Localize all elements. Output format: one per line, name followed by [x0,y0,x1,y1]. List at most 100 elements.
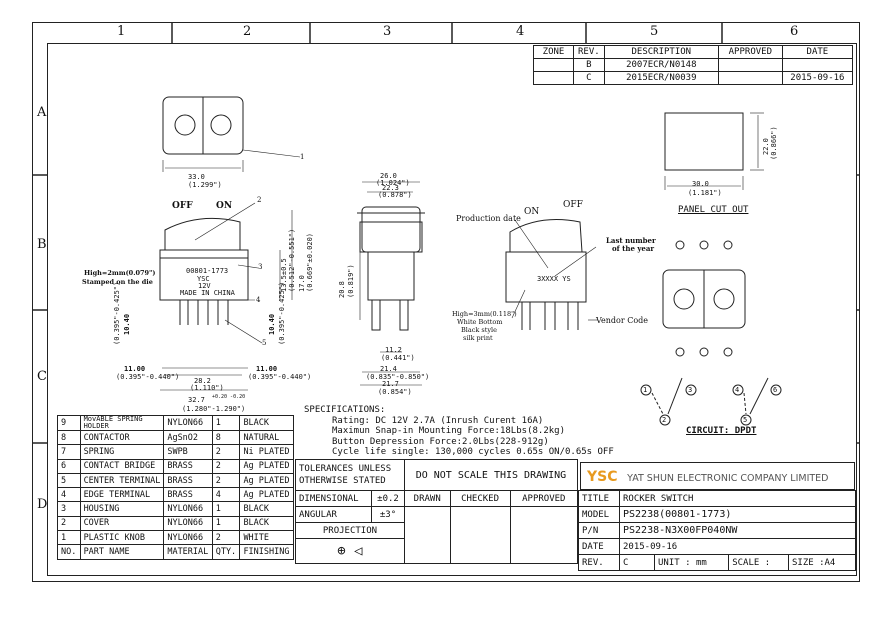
on-label-rear: ON [524,207,540,217]
dim-214-in: (0.835"-0.850") [366,373,430,381]
panel-dim-30: 30.0 [692,180,709,188]
projection-symbol: ⊕ ◁ [295,538,405,564]
bom-cell: SWPB [163,444,213,460]
revision-table: ZONE REV. DESCRIPTION APPROVED DATE B 20… [532,45,854,85]
column-label: 1 [117,24,126,39]
bom-cell: 1 [211,501,241,517]
bom-cell: 5 [57,472,81,489]
bom-header: PART NAME [79,544,165,560]
size-label: SIZE : [791,557,825,568]
rev-cell: 2007ECR/N0148 [603,58,719,72]
bom-cell: BRASS [163,472,213,489]
company-name: YAT SHUN ELECTRONIC COMPANY LIMITED [627,473,829,484]
angular-tolerance: ±3° [371,506,405,523]
no-scale-note: DO NOT SCALE THIS DRAWING [403,459,579,491]
bom-header: NO. [57,544,81,560]
title-label: TITLE [578,490,620,507]
dim-10a: 10.40 [123,313,131,335]
of-year-note: of the year [612,244,655,253]
dim-11b-in: (0.395"-0.440") [248,373,312,381]
dim-135-in: (0.512"-0.551") [288,228,296,292]
panel-dim-22-in: (0.866") [770,126,778,160]
stamp-note: High=2mm(0.079") [84,269,156,277]
bom-cell: PLASTIC KNOB [79,530,165,546]
terminal-label: 2 [662,416,667,424]
dim-208: 20.8 [338,281,346,298]
spec-heading: SPECIFICATIONS: [304,405,386,415]
bom-cell: 1 [57,530,81,546]
bom-cell: CENTER TERMINAL [79,472,165,489]
rev-label: REV. [578,554,620,571]
body-text: 00801-1773 [186,267,229,275]
bom-cell: NYLON66 [163,415,213,431]
bom-cell: WHITE [239,530,294,546]
bom-cell: Ni PLATED [239,444,294,460]
rev-cell [532,71,575,85]
drawn-label: DRAWN [403,490,451,507]
dim-17-in: (0.669"±0.020) [306,232,314,292]
bom-cell: 1 [211,415,241,431]
pn-value: PS2238-N3X00FP040NW [619,522,856,539]
angular-label: ANGULAR [294,506,373,523]
terminal-label: 4 [735,386,740,394]
bom-cell: MovABLE SPRING HOLDER [79,415,165,431]
callout-4: 4 [256,296,261,304]
bom-cell: 2 [211,472,241,489]
brand-logo: YSC [587,469,618,485]
specifications-block: SPECIFICATIONS: Rating: DC 12V 2.7A (Inr… [304,405,614,458]
dim-223: 22.3 [382,184,399,192]
dim-10a-in: (0.395"-0.425") [113,281,121,345]
bom-cell: 2 [211,458,241,474]
rev-header: APPROVED [717,45,783,59]
size-value: A4 [824,557,836,568]
rev-cell [717,71,783,85]
spec-line: Cycle life single: 130,000 cycles 0.65s … [332,447,614,457]
bom-cell: 2 [57,515,81,532]
bom-cell: 8 [57,429,81,446]
bom-cell: 1 [211,515,241,532]
terminal-label: 6 [773,386,778,394]
bom-cell: BLACK [239,515,294,532]
bom-cell: 4 [57,487,81,503]
column-label: 3 [383,24,392,39]
rev-header: DESCRIPTION [603,45,719,59]
dimensional-label: DIMENSIONAL [294,490,373,507]
dim-208-in: (0.819") [347,264,355,298]
vendor-code-note: Vendor Code [596,316,649,325]
dim-28-in: (1.110") [190,384,224,392]
row-label: B [37,237,47,252]
panel-dim-30-in: (1.181") [688,189,722,197]
row-label: A [37,105,47,120]
row-label: C [37,369,47,384]
rev-cell [717,58,783,72]
dim-112: 11.2 [385,346,402,354]
panel-cutout-label: PANEL CUT OUT [678,205,749,215]
body-text: MADE IN CHINA [180,289,235,297]
production-date-note: Production date [456,214,521,223]
unit-label: UNIT : [658,557,691,568]
dim-26-in: (1.024") [376,179,410,187]
dim-11b: 11.00 [256,365,278,373]
dim-32-in: (1.280"-1.290") [182,405,246,413]
dim-32-tol: +0.20 -0.20 [212,394,246,400]
dim-top-in: (1.299") [188,181,222,189]
checked-label: CHECKED [449,490,511,507]
rev-header: REV. [573,45,605,59]
bom-cell: NYLON66 [163,530,213,546]
bom-cell: COVER [79,515,165,532]
terminal-label: 3 [688,386,693,394]
on-label: ON [216,201,233,211]
terminal-label: 5 [743,416,748,424]
bom-cell: CONTACT BRIDGE [79,458,165,474]
panel-dim-22: 22.0 [762,138,770,155]
dim-32: 32.7 [188,396,205,404]
rev-value: C [619,554,655,571]
table-row: B 2007ECR/N0148 [532,58,854,72]
bom-header: QTY. [211,544,241,560]
